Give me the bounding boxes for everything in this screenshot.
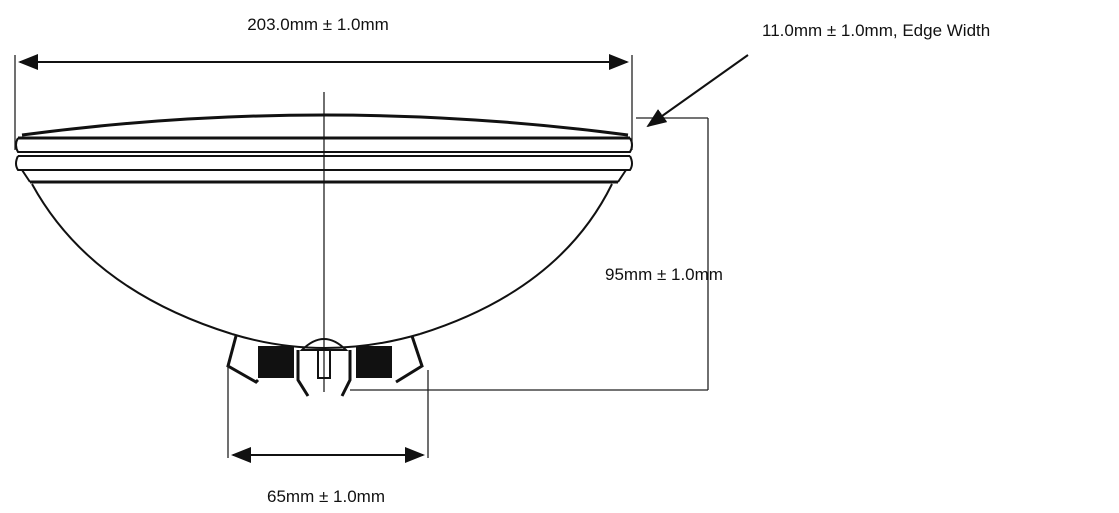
base-width-label: 65mm ± 1.0mm — [267, 487, 385, 506]
height-label: 95mm ± 1.0mm — [605, 265, 723, 284]
diameter-label: 203.0mm ± 1.0mm — [247, 15, 389, 34]
lamp-base — [226, 335, 424, 397]
lamp-body — [15, 113, 633, 349]
base-width-dimension: 65mm ± 1.0mm — [227, 366, 429, 506]
edge-width-callout: 11.0mm ± 1.0mm, Edge Width — [646, 21, 990, 128]
diameter-dimension: 203.0mm ± 1.0mm — [14, 15, 633, 150]
height-dimension: 95mm ± 1.0mm — [350, 117, 723, 391]
edge-width-label: 11.0mm ± 1.0mm, Edge Width — [762, 21, 990, 40]
